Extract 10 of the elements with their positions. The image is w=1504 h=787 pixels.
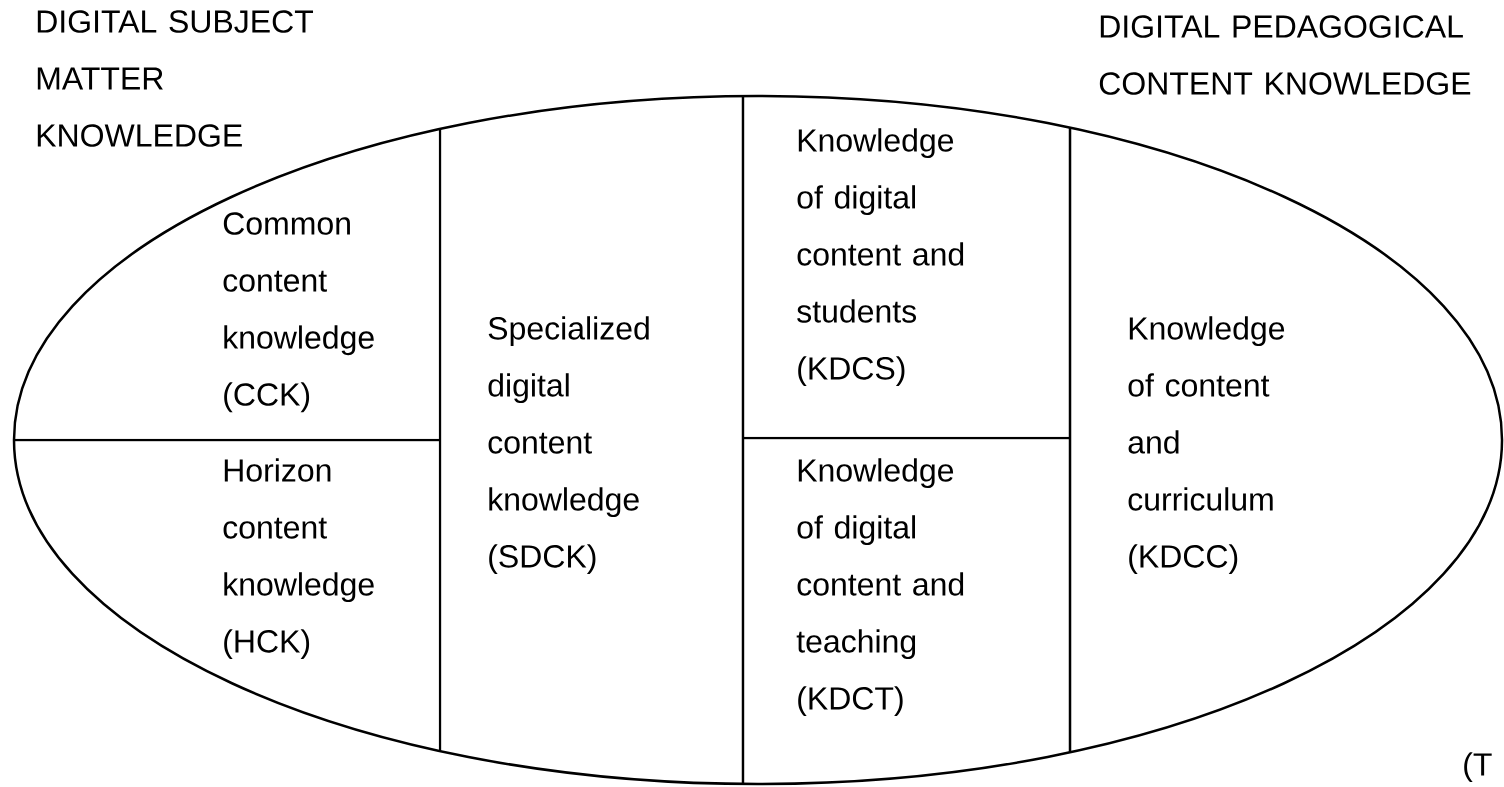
cell-text: Knowledge of digital content and teaching (KDCT) [796,458,964,716]
cell-text: Knowledge of digital content and students (KDCS) [797,128,964,386]
caption-fragment: (T [1464,752,1492,782]
cell-text: Horizon content knowledge (HCK) [223,458,374,659]
cell-text: Specialized digital content knowledge (SDCK) [488,316,649,574]
cell-text: Knowledge of content and curriculum (KDCC) [1128,316,1285,574]
heading: DIGITAL PEDAGOGICAL CONTENT KNOWLEDGE [1099,15,1471,95]
heading: DIGITAL SUBJECT MATTER KNOWLEDGE [37,10,313,147]
ellipse-outline [12,94,1504,786]
cell-text: Common content knowledge (CCK) [223,212,374,413]
